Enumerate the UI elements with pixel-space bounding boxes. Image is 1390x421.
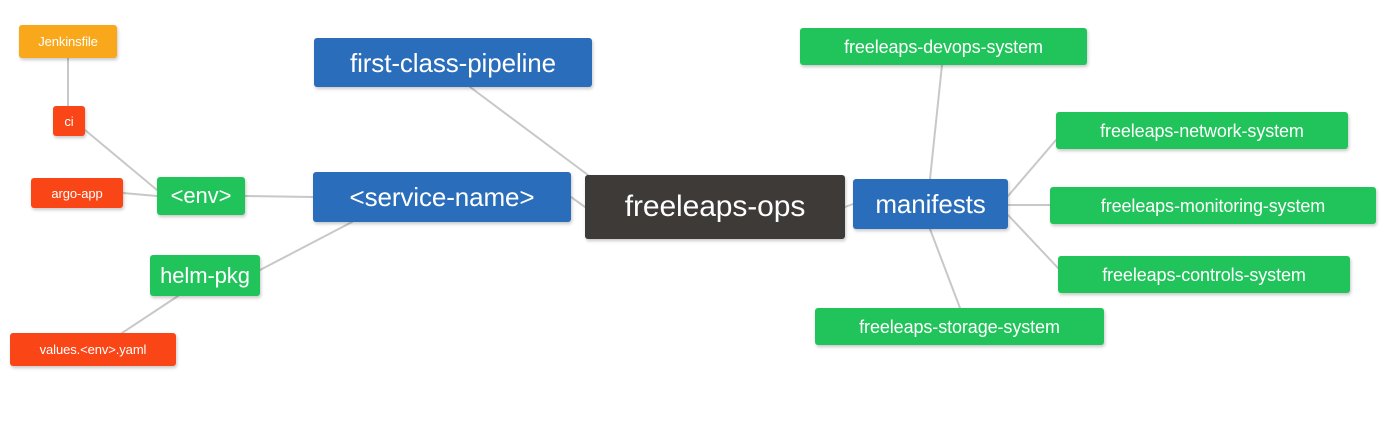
node-first-class-pipeline[interactable]: first-class-pipeline [314,38,592,87]
node-label-env: <env> [170,183,232,208]
node-freeleaps-controls-system[interactable]: freeleaps-controls-system [1058,256,1350,293]
edge-freeleaps-ops-to-first-class-pipeline [469,86,593,179]
node-values-env-yaml[interactable]: values.<env>.yaml [10,333,176,366]
node-manifests[interactable]: manifests [853,179,1008,229]
edge-freeleaps-ops-to-service-name [570,196,586,208]
node-label-freeleaps-monitoring-system: freeleaps-monitoring-system [1100,195,1326,216]
node-argo-app[interactable]: argo-app [31,178,123,208]
node-label-manifests: manifests [875,189,986,219]
node-freeleaps-devops-system[interactable]: freeleaps-devops-system [800,28,1087,65]
node-freeleaps-ops[interactable]: freeleaps-ops [585,175,845,239]
node-label-jenkinsfile: Jenkinsfile [38,34,98,49]
edge-manifests-to-freeleaps-storage-system [929,228,961,309]
node-helm-pkg[interactable]: helm-pkg [150,255,260,296]
edge-service-name-to-env [244,195,314,198]
node-freeleaps-network-system[interactable]: freeleaps-network-system [1056,112,1348,149]
edge-manifests-to-freeleaps-network-system [1007,139,1057,197]
node-label-values-env-yaml: values.<env>.yaml [39,342,147,357]
node-service-name[interactable]: <service-name> [313,172,571,222]
node-label-freeleaps-devops-system: freeleaps-devops-system [844,36,1043,57]
node-jenkinsfile[interactable]: Jenkinsfile [19,25,117,58]
node-label-helm-pkg: helm-pkg [160,262,250,288]
node-label-first-class-pipeline: first-class-pipeline [349,47,557,78]
edge-manifests-to-freeleaps-devops-system [929,64,943,180]
node-label-freeleaps-controls-system: freeleaps-controls-system [1102,264,1306,285]
edge-helm-pkg-to-values-env-yaml [121,295,179,334]
edge-service-name-to-helm-pkg [259,221,353,271]
node-label-freeleaps-network-system: freeleaps-network-system [1100,120,1304,141]
node-freeleaps-monitoring-system[interactable]: freeleaps-monitoring-system [1050,187,1376,224]
node-label-ci: ci [64,113,74,129]
node-label-freeleaps-ops: freeleaps-ops [624,190,806,223]
node-label-argo-app: argo-app [51,185,103,201]
node-env[interactable]: <env> [157,177,245,215]
edge-env-to-argo-app [122,192,158,197]
edge-freeleaps-ops-to-manifests [844,203,854,208]
node-label-freeleaps-storage-system: freeleaps-storage-system [859,316,1060,337]
node-label-service-name: <service-name> [349,182,535,212]
node-freeleaps-storage-system[interactable]: freeleaps-storage-system [815,308,1104,345]
node-ci[interactable]: ci [53,106,85,136]
